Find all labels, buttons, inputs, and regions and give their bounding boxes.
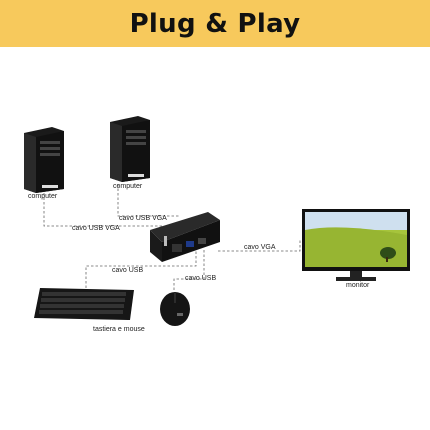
monitor-icon bbox=[302, 209, 410, 281]
computer-left-label: computer bbox=[28, 193, 58, 200]
cable-right-computer bbox=[117, 184, 180, 217]
cable-mouse bbox=[173, 250, 205, 290]
kvm-switch-icon bbox=[150, 212, 220, 262]
mouse-cable-label: cavo USB bbox=[185, 275, 217, 282]
cable-monitor bbox=[218, 240, 301, 252]
keyboard-icon bbox=[34, 288, 134, 320]
cable-left-computer bbox=[43, 193, 162, 227]
cable-lines bbox=[43, 184, 301, 290]
monitor-cable-label: cavo VGA bbox=[244, 244, 276, 251]
header-banner: Plug & Play bbox=[0, 0, 430, 47]
keyboard-cable-label: cavo USB bbox=[112, 267, 144, 274]
top-cable-label: cavo USB VGA bbox=[119, 215, 167, 222]
cable-keyboard bbox=[85, 250, 197, 288]
computer-tower-icon bbox=[24, 127, 64, 193]
left-cable-label: cavo USB VGA bbox=[72, 225, 120, 232]
monitor-label: monitor bbox=[346, 282, 370, 289]
computer-right-label: computer bbox=[113, 183, 143, 190]
page-title: Plug & Play bbox=[129, 8, 301, 39]
peripherals-label: tastiera e mouse bbox=[93, 326, 145, 333]
computer-tower-icon bbox=[110, 116, 150, 182]
mouse-icon bbox=[160, 292, 190, 326]
